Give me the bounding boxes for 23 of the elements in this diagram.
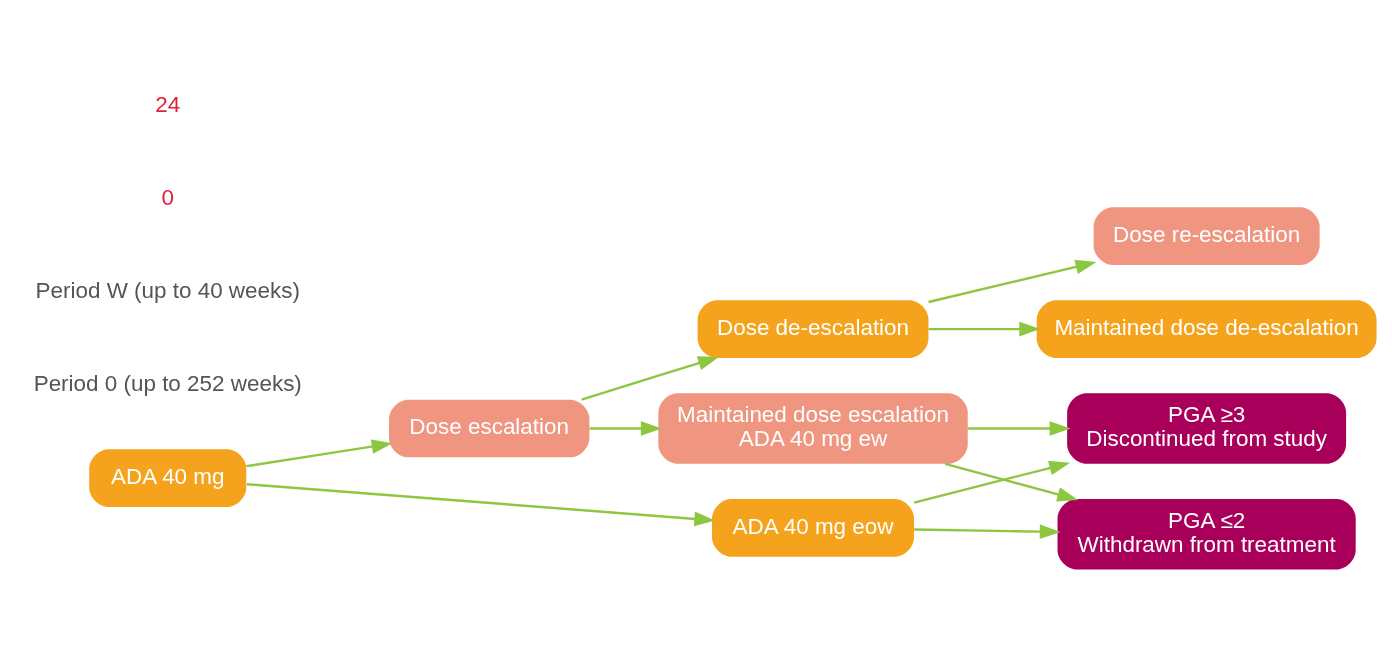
arrow	[246, 439, 393, 468]
node-box: Dose de-escalation	[697, 300, 929, 358]
node-box: ADA 40 mg eow	[712, 499, 915, 557]
node-box: Dose escalation	[389, 399, 590, 458]
node-box: Dose re-escalation	[1093, 207, 1320, 265]
arrow	[246, 483, 716, 527]
node-box: Maintained dose de-escalation	[1036, 300, 1377, 358]
node-box: ADA 40 mg	[89, 449, 247, 508]
arrow	[944, 462, 1079, 502]
arrow	[913, 460, 1071, 504]
label: 0	[161, 185, 174, 211]
arrow	[589, 421, 662, 436]
arrow	[928, 321, 1041, 337]
label: Period 0 (up to 252 weeks)	[33, 371, 302, 397]
arrow	[914, 524, 1061, 539]
label: 24	[155, 92, 181, 118]
node-box: Maintained dose escalation ADA 40 mg ew	[658, 393, 968, 464]
node-box: PGA ≥3 Discontinued from study	[1067, 393, 1347, 464]
arrow	[967, 421, 1071, 436]
node-box: PGA ≤2 Withdrawn from treatment	[1057, 499, 1356, 570]
arrow	[928, 259, 1097, 304]
arrow	[581, 356, 719, 401]
label: Period W (up to 40 weeks)	[35, 278, 300, 304]
